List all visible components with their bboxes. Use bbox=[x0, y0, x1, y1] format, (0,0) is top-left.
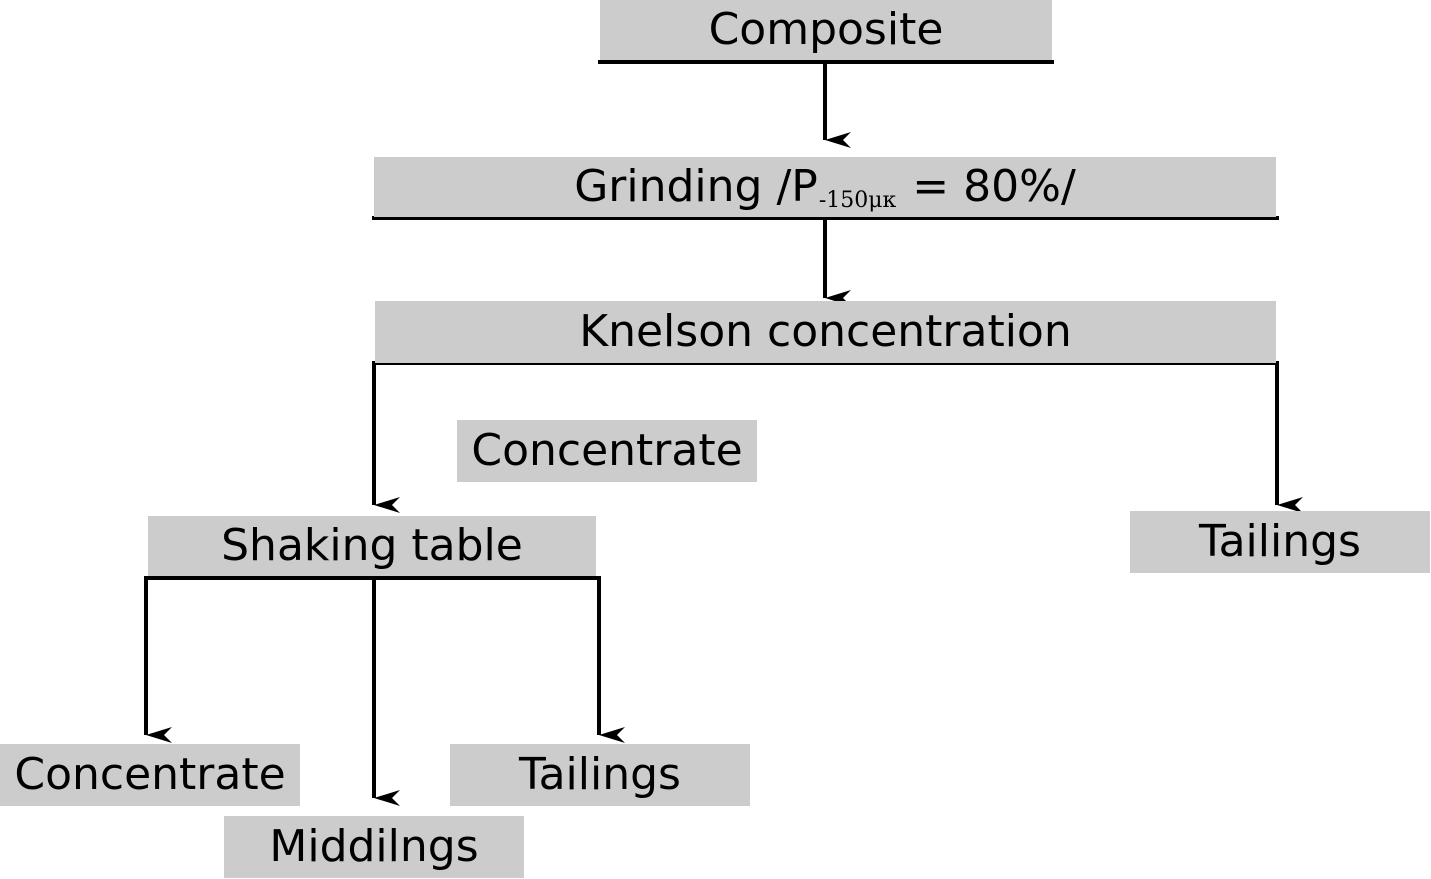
knelson-concentrate-label: Concentrate bbox=[471, 425, 743, 476]
grinding-label-prefix: Grinding /P bbox=[574, 161, 818, 212]
grinding-label-subscript: -150μκ bbox=[818, 188, 897, 213]
knelson-box: Knelson concentration bbox=[375, 301, 1276, 363]
shaking-table-box: Shaking table bbox=[148, 516, 596, 576]
shaking-tailings-label: Tailings bbox=[519, 749, 681, 800]
shaking-tailings-box: Tailings bbox=[450, 744, 750, 806]
grinding-label-suffix: = 80%/ bbox=[898, 161, 1076, 212]
shaking-middlings-label: Middilngs bbox=[269, 821, 479, 872]
composite-label: Composite bbox=[708, 4, 944, 55]
knelson-split-line bbox=[372, 361, 1279, 505]
shaking-table-label: Shaking table bbox=[221, 520, 523, 571]
shaking-middlings-box: Middilngs bbox=[224, 816, 524, 878]
knelson-tailings-label: Tailings bbox=[1199, 516, 1361, 567]
composite-box: Composite bbox=[600, 0, 1052, 60]
grinding-label: Grinding /P-150μκ = 80%/ bbox=[574, 165, 1076, 212]
knelson-label: Knelson concentration bbox=[579, 306, 1072, 357]
grinding-box: Grinding /P-150μκ = 80%/ bbox=[374, 157, 1276, 217]
shaking-concentrate-box: Concentrate bbox=[0, 744, 300, 806]
knelson-tailings-box: Tailings bbox=[1130, 511, 1430, 573]
shaking-concentrate-label: Concentrate bbox=[14, 749, 286, 800]
knelson-concentrate-box: Concentrate bbox=[457, 420, 757, 482]
